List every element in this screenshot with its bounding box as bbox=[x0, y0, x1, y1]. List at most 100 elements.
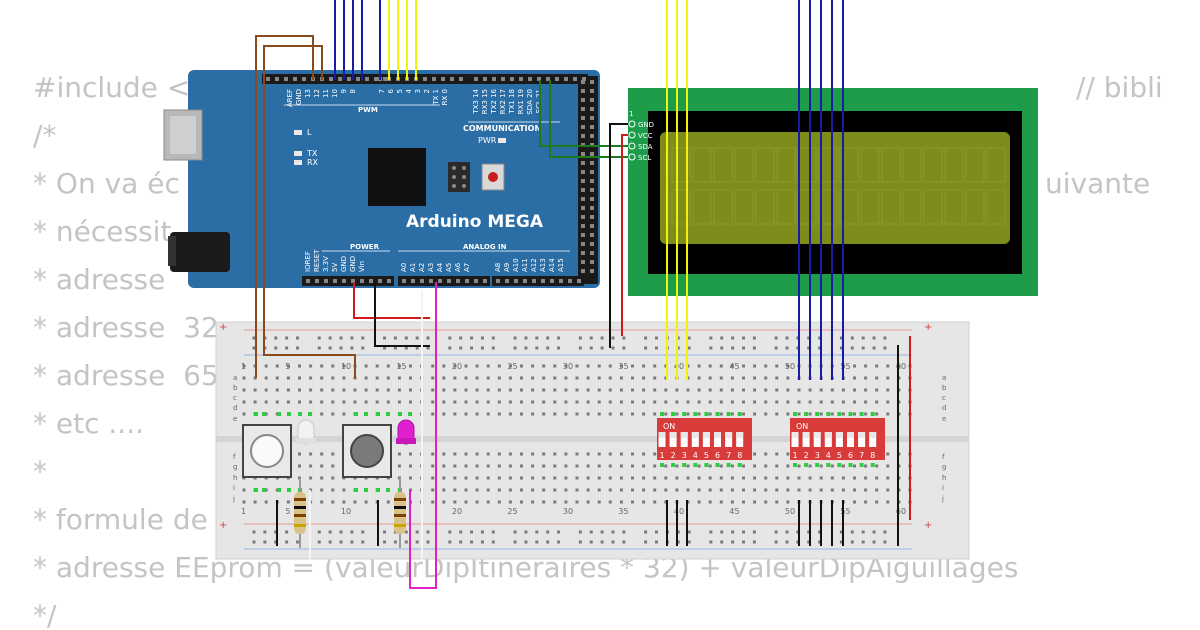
wire-green-scl bbox=[549, 80, 628, 158]
breadboard-hole bbox=[553, 400, 557, 404]
rail-hole bbox=[459, 346, 463, 350]
breadboard-hole bbox=[608, 388, 612, 392]
connection-dot bbox=[693, 463, 698, 467]
connection-dot bbox=[859, 463, 864, 467]
breadboard-hole bbox=[542, 476, 546, 480]
rail-hole bbox=[426, 336, 430, 340]
push-button-2-cap bbox=[350, 434, 384, 468]
rail-hole bbox=[317, 530, 321, 534]
breadboard-hole bbox=[508, 500, 512, 504]
dip-number: 4 bbox=[693, 451, 698, 460]
breadboard-hole bbox=[486, 500, 490, 504]
breadboard-hole bbox=[664, 412, 668, 416]
breadboard-hole bbox=[542, 464, 546, 468]
row-letter: e bbox=[942, 415, 946, 423]
breadboard-hole bbox=[386, 400, 390, 404]
breadboard-hole bbox=[853, 412, 856, 416]
dip-key-top bbox=[725, 432, 733, 438]
rail-hole bbox=[470, 540, 474, 544]
lcd-char-cell bbox=[755, 147, 775, 183]
rail-hole bbox=[513, 530, 517, 534]
header-pin bbox=[450, 77, 454, 81]
rail-hole bbox=[415, 540, 419, 544]
breadboard-hole bbox=[564, 488, 568, 492]
breadboard-hole bbox=[442, 364, 446, 368]
rail-hole bbox=[644, 346, 648, 350]
breadboard-hole bbox=[475, 364, 479, 368]
header-digital-left bbox=[262, 74, 390, 84]
connection-dot bbox=[364, 488, 368, 492]
breadboard-hole bbox=[409, 388, 412, 392]
header-pin bbox=[590, 89, 594, 93]
breadboard-hole bbox=[642, 488, 646, 492]
breadboard-hole bbox=[409, 476, 412, 480]
breadboard-hole bbox=[464, 400, 468, 404]
rail-hole bbox=[785, 530, 789, 534]
header-pin bbox=[590, 116, 594, 120]
column-number: 15 bbox=[396, 362, 406, 371]
breadboard-hole bbox=[320, 364, 324, 368]
header-pin bbox=[514, 279, 518, 283]
dip-number: 7 bbox=[726, 451, 731, 460]
lcd-pin-label: SDA bbox=[638, 143, 653, 151]
lcd-char-cell bbox=[860, 147, 880, 183]
breadboard-hole bbox=[586, 500, 590, 504]
header-pin bbox=[324, 279, 328, 283]
rail-hole bbox=[687, 540, 691, 544]
breadboard-hole bbox=[808, 412, 812, 416]
header-pin bbox=[581, 107, 585, 111]
breadboard-hole bbox=[309, 400, 313, 404]
rail-hole bbox=[578, 530, 582, 534]
connection-dot bbox=[287, 488, 291, 492]
breadboard-hole bbox=[531, 364, 535, 368]
rail-hole bbox=[459, 540, 463, 544]
breadboard-hole bbox=[397, 388, 401, 392]
breadboard-hole bbox=[742, 476, 745, 480]
breadboard-hole bbox=[453, 388, 457, 392]
breadboard-hole bbox=[619, 412, 623, 416]
breadboard-hole bbox=[586, 388, 590, 392]
breadboard-hole bbox=[786, 364, 790, 368]
breadboard-hole bbox=[486, 476, 490, 480]
breadboard-hole bbox=[653, 488, 657, 492]
rail-hole bbox=[644, 530, 648, 534]
breadboard-hole bbox=[631, 464, 634, 468]
breadboard-hole bbox=[753, 464, 757, 468]
breadboard-hole bbox=[508, 488, 512, 492]
breadboard-hole bbox=[886, 452, 890, 456]
lcd-char-cell bbox=[881, 147, 901, 183]
breadboard-hole bbox=[608, 476, 612, 480]
rail-hole bbox=[752, 336, 756, 340]
connection-dot bbox=[308, 412, 312, 416]
breadboard-hole bbox=[675, 412, 679, 416]
header-pin bbox=[581, 206, 585, 210]
code-line: * adresse bbox=[33, 263, 166, 296]
breadboard-hole bbox=[619, 452, 623, 456]
rail-hole bbox=[883, 540, 887, 544]
breadboard-hole bbox=[320, 412, 324, 416]
rail-hole bbox=[720, 336, 724, 340]
dip-switch-1-on-label: ON bbox=[663, 422, 675, 431]
breadboard-hole bbox=[342, 364, 346, 368]
code-line: */ bbox=[33, 599, 57, 630]
connection-dot bbox=[408, 412, 412, 416]
dip-key-top bbox=[847, 432, 854, 438]
breadboard-hole bbox=[253, 500, 257, 504]
breadboard-hole bbox=[464, 388, 468, 392]
breadboard-hole bbox=[542, 364, 546, 368]
pin-label: A12 bbox=[530, 258, 538, 272]
header-pin bbox=[581, 170, 585, 174]
power-jack-plug bbox=[168, 236, 176, 266]
connection-dot bbox=[704, 463, 709, 467]
dip-key bbox=[658, 432, 666, 447]
breadboard-hole bbox=[753, 364, 757, 368]
pin-label: Vin bbox=[358, 261, 366, 272]
breadboard-hole bbox=[886, 388, 890, 392]
rail-hole bbox=[839, 530, 843, 534]
breadboard-hole bbox=[531, 500, 535, 504]
breadboard-hole bbox=[808, 464, 812, 468]
header-pin bbox=[383, 77, 387, 81]
header-digital-mid bbox=[374, 74, 470, 84]
breadboard-hole bbox=[553, 364, 557, 368]
breadboard-hole bbox=[875, 476, 879, 480]
